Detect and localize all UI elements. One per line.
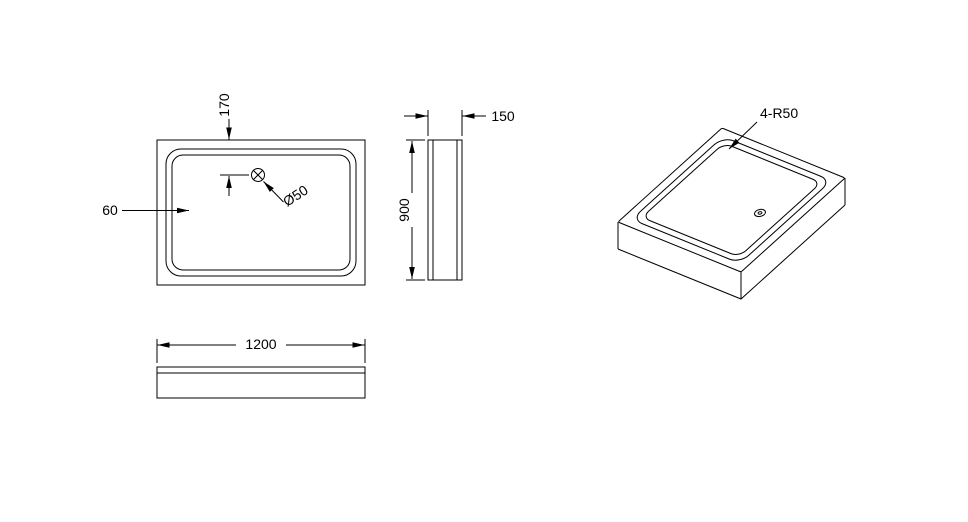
top-view-rim-outer bbox=[165, 148, 357, 277]
top-view-rim-inner bbox=[171, 154, 351, 271]
iso-rim-outer bbox=[632, 137, 832, 264]
side-view-outline bbox=[427, 139, 463, 281]
top-view-outline bbox=[156, 139, 366, 286]
iso-drain-center bbox=[757, 211, 762, 214]
dim-depth: 150 bbox=[404, 108, 515, 136]
dim-drain-diameter: Ø50 bbox=[263, 181, 311, 210]
dim-900-label: 900 bbox=[396, 198, 412, 222]
drain-diameter-label: Ø50 bbox=[280, 182, 311, 210]
drain-cross-line-2 bbox=[253, 170, 263, 180]
iso-top-face bbox=[618, 128, 845, 272]
iso-drain bbox=[752, 208, 767, 218]
bottom-view: 1200 bbox=[156, 336, 366, 399]
dim-length: 1200 bbox=[156, 336, 366, 363]
dim-drain-offset: 170 bbox=[216, 93, 249, 196]
drain-circle bbox=[251, 168, 265, 182]
bottom-view-outline bbox=[156, 366, 366, 399]
side-view: 150 900 bbox=[396, 108, 515, 281]
dim-corner-radius: 4-R50 bbox=[728, 105, 798, 150]
dim-height: 900 bbox=[396, 139, 425, 281]
dim-170-label: 170 bbox=[216, 93, 232, 117]
corner-radius-leader bbox=[728, 121, 758, 150]
top-view: 170 60 Ø50 bbox=[102, 93, 366, 286]
dim-60-label: 60 bbox=[102, 202, 118, 218]
iso-rim-inner bbox=[642, 143, 821, 257]
dim-1200-label: 1200 bbox=[245, 336, 276, 352]
drain-diameter-leader bbox=[263, 181, 284, 203]
dim-rim-width: 60 bbox=[102, 202, 189, 218]
iso-base-outline bbox=[617, 204, 846, 300]
iso-top-face-group bbox=[618, 128, 845, 272]
iso-view: 4-R50 bbox=[618, 105, 845, 299]
corner-radius-label: 4-R50 bbox=[760, 105, 798, 121]
dim-150-label: 150 bbox=[491, 108, 515, 124]
